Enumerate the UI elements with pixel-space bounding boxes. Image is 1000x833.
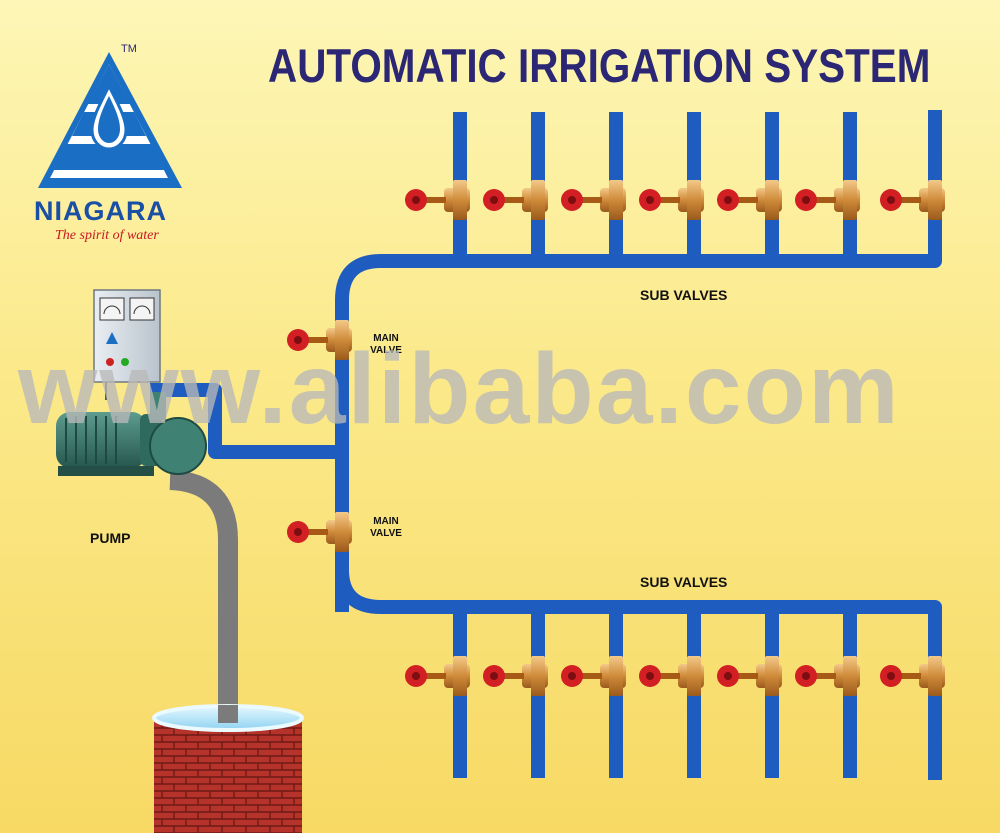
brand-tagline: The spirit of water [55,228,159,243]
valve-icon [405,656,470,696]
valve-icon [717,180,782,220]
page-title: AUTOMATIC IRRIGATION SYSTEM [268,39,931,92]
suction-pipe [169,470,238,726]
main-valve-top-line1: MAIN [373,333,399,344]
valve-icon [880,656,945,696]
sub-valves-bottom [405,656,945,696]
valve-icon [795,656,860,696]
main-valves [287,320,352,552]
main-valve-top-line2: VALVE [370,345,402,356]
main-valve-bottom-label: MAIN VALVE [356,516,416,540]
pump-label: PUMP [90,530,131,546]
main-valve-top-label: MAIN VALVE [356,333,416,357]
valve-icon [795,180,860,220]
control-panel [93,289,161,400]
sub-valves-top-label: SUB VALVES [640,287,728,303]
main-valve-bottom-icon [287,512,352,552]
valve-icon [483,180,548,220]
well-icon [152,704,304,833]
valve-icon [717,656,782,696]
niagara-logo-icon [38,52,182,188]
main-valve-bottom-line2: VALVE [370,528,402,539]
pump-icon [56,392,207,476]
valve-icon [483,656,548,696]
valve-icon [880,180,945,220]
sub-valves-top [405,180,945,220]
valve-icon [561,656,626,696]
valve-icon [561,180,626,220]
valve-icon [639,656,704,696]
watermark-text: www.alibaba.com [18,333,901,445]
trademark-mark: TM [121,43,137,55]
brand-name: NIAGARA [34,196,167,226]
valve-icon [405,180,470,220]
main-valve-bottom-line1: MAIN [373,516,399,527]
main-valve-top-icon [287,320,352,360]
valve-icon [639,180,704,220]
sub-valves-bottom-label: SUB VALVES [640,574,728,590]
